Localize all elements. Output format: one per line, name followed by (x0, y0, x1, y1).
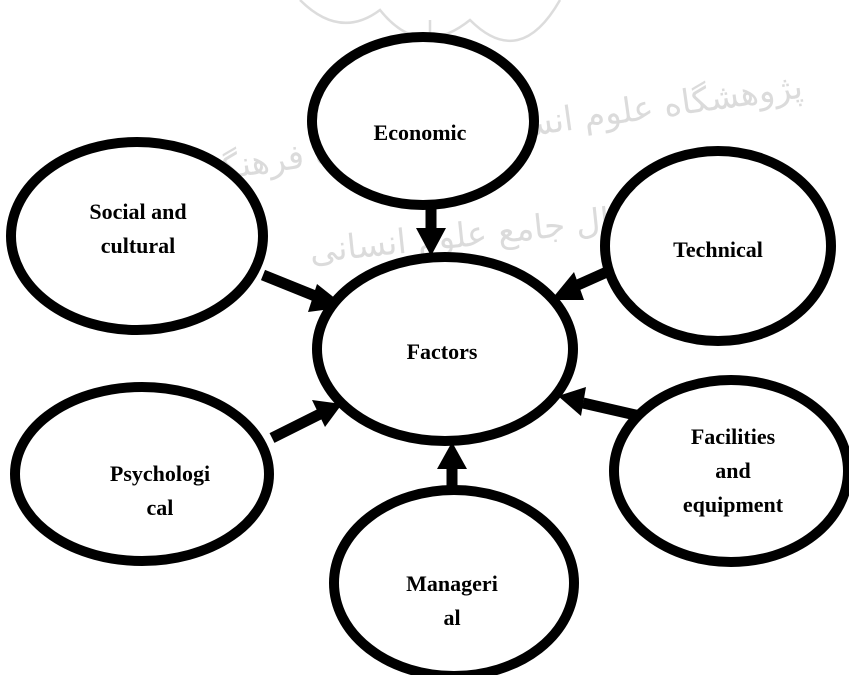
label-line: cultural (101, 233, 176, 258)
economic-label: Economic (374, 120, 467, 145)
social-cultural-label: Social and cultural (89, 199, 186, 258)
label-line: Economic (374, 120, 467, 145)
economic-ellipse (307, 32, 539, 210)
factors-ellipse (312, 252, 578, 446)
facilities-equipment-label: Facilities and equipment (683, 424, 784, 517)
node-psychological: Psychologi cal (10, 382, 274, 566)
node-social-cultural: Social and cultural (6, 137, 268, 335)
arrow-facilities-to-factors (558, 387, 642, 422)
facilities-equipment-ellipse (609, 375, 849, 567)
node-technical: Technical (600, 146, 836, 346)
managerial-label: Manageri al (406, 571, 498, 630)
node-factors-center: Factors (312, 252, 578, 446)
psychological-ellipse (10, 382, 274, 566)
technical-ellipse (600, 146, 836, 346)
label-line: cal (147, 495, 174, 520)
label-line: Technical (673, 237, 763, 262)
factors-label: Factors (407, 339, 478, 364)
label-line: Factors (407, 339, 478, 364)
label-line: and (715, 458, 750, 483)
node-economic: Economic (307, 32, 539, 210)
label-line: al (443, 605, 460, 630)
label-line: Psychologi (110, 461, 210, 486)
arrow-managerial-to-factors (437, 442, 467, 487)
label-line: Social and (89, 199, 186, 224)
arrow-psychological-to-factors (269, 400, 342, 443)
managerial-ellipse (329, 485, 579, 675)
social-cultural-ellipse (6, 137, 268, 335)
label-line: equipment (683, 492, 784, 517)
node-managerial: Manageri al (329, 485, 579, 675)
label-line: Facilities (691, 424, 776, 449)
technical-label: Technical (673, 237, 763, 262)
psychological-label: Psychologi cal (110, 461, 210, 520)
node-facilities-equipment: Facilities and equipment (609, 375, 849, 567)
label-line: Manageri (406, 571, 498, 596)
